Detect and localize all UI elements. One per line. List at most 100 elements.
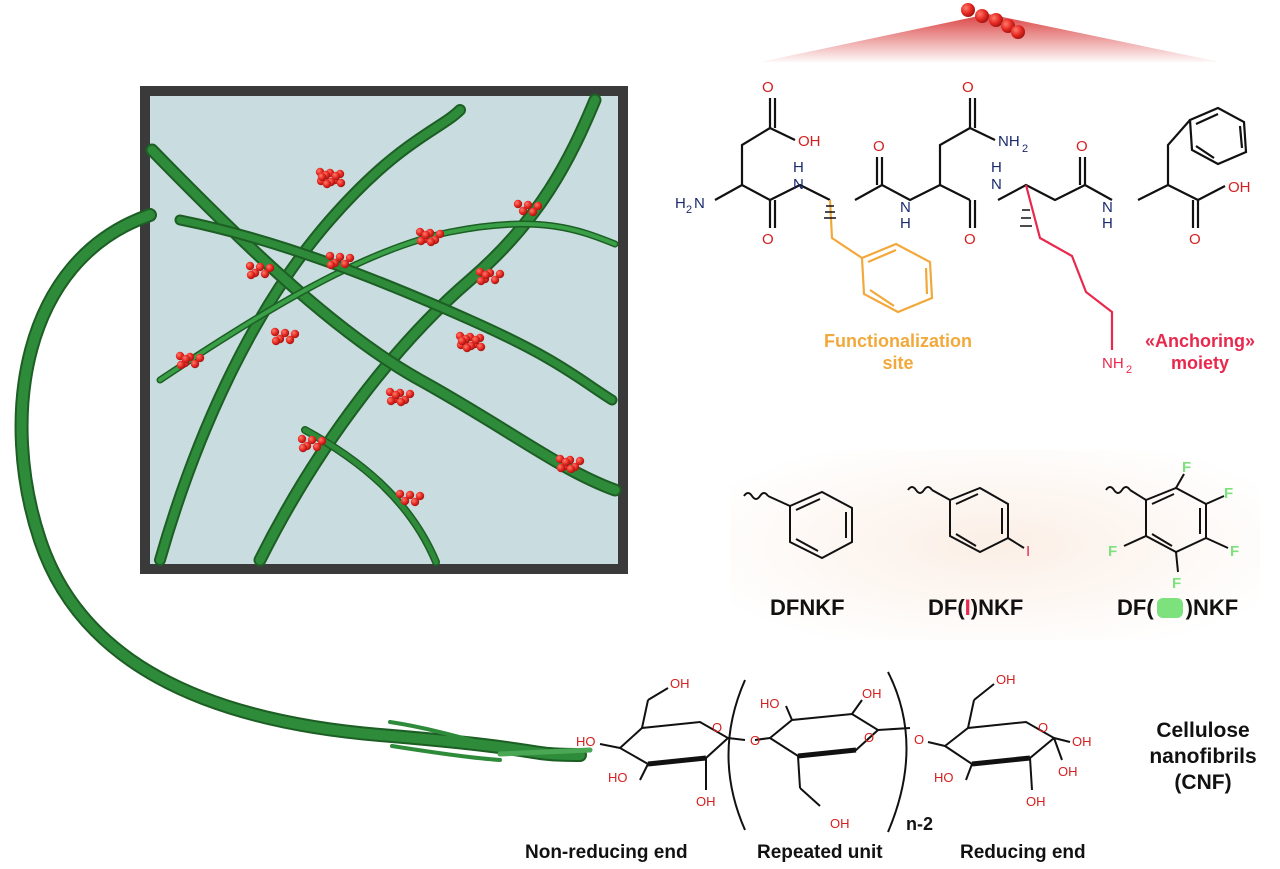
- peptide-bead: [270, 327, 280, 337]
- atom-o: O: [1076, 138, 1088, 155]
- peptide-bead: [400, 496, 410, 506]
- atom-o: O: [762, 231, 774, 248]
- peptide-bead: [481, 270, 491, 280]
- peptide-bead: [176, 360, 186, 370]
- peptide-bead: [556, 463, 566, 473]
- svg-text:O: O: [750, 733, 760, 748]
- atom-n: N: [991, 176, 1002, 193]
- peptide-bead: [298, 443, 308, 453]
- peptide-bead: [405, 389, 415, 399]
- cellulose-atom-labels: OH HO HO OH O O HO OH O OH O OH HO OH O …: [576, 672, 1092, 831]
- peptide-bead: [421, 230, 431, 240]
- variant-dfnkf-label: DFNKF: [770, 595, 845, 620]
- atom-h2n-h: H: [675, 195, 686, 212]
- svg-text:F: F: [1182, 459, 1191, 476]
- peptide-bead: [312, 442, 322, 452]
- atom-iodine: I: [1026, 543, 1030, 560]
- peptide-bead: [260, 269, 270, 279]
- repeat-subscript: n-2: [906, 814, 933, 834]
- peptide-bead: [317, 436, 327, 446]
- peptide-bead: [426, 237, 436, 247]
- atom-h2n-n: N: [694, 195, 705, 212]
- peptide-bead: [336, 178, 346, 188]
- peptide-structure: [714, 98, 1248, 350]
- anchoring-moiety-label: «Anchoring» moiety: [1144, 331, 1255, 373]
- peptide-bead: [285, 335, 295, 345]
- peptide-bead: [410, 497, 420, 507]
- peptide-bead: [490, 275, 500, 285]
- peptide-bead: [523, 200, 533, 210]
- svg-text:OH: OH: [670, 676, 690, 691]
- peptide-bead: [340, 259, 350, 269]
- fluorine-mark: [1156, 598, 1183, 618]
- peptide-bead: [322, 179, 332, 189]
- svg-text:OH: OH: [862, 686, 882, 701]
- svg-text:O: O: [712, 720, 722, 735]
- iodophenyl-structure: [907, 486, 1025, 554]
- zoom-beam: [760, 3, 1220, 62]
- atom-o: O: [762, 79, 774, 96]
- svg-text:HO: HO: [760, 696, 780, 711]
- peptide-bead: [317, 172, 327, 182]
- peptide-bead: [255, 262, 265, 272]
- peptide-bead: [476, 276, 486, 286]
- fiber-network-panel: [140, 86, 628, 574]
- cnf-title: Cellulose nanofibrils (CNF): [1149, 719, 1257, 794]
- svg-text:OH: OH: [830, 816, 850, 831]
- atom-oh: OH: [1228, 179, 1251, 196]
- peptide-bead: [391, 390, 401, 400]
- pentafluorophenyl-structure: [1105, 473, 1229, 573]
- peptide-atom-labels: O OH O NH 2 H 2 N O H N O N H O H N O N …: [675, 79, 1251, 376]
- variant-dff5nkf-label: DF()NKF: [1117, 595, 1239, 620]
- peptide-bead: [435, 229, 445, 239]
- svg-text:F: F: [1224, 485, 1233, 502]
- peptide-bead: [331, 171, 341, 181]
- phenyl-structure: [743, 490, 853, 560]
- peptide-bead: [495, 269, 505, 279]
- peptide-bead: [566, 464, 576, 474]
- peptide-bead: [195, 353, 205, 363]
- atom-o: O: [1189, 231, 1201, 248]
- peptide-bead: [290, 329, 300, 339]
- fluorine-atoms: F F F F F: [1108, 459, 1239, 592]
- peptide-bead: [345, 253, 355, 263]
- peptide-bead: [533, 201, 543, 211]
- atom-oh: OH: [798, 133, 821, 150]
- peptide-bead: [457, 336, 467, 346]
- atom-h: H: [1102, 215, 1113, 232]
- atom-nh2: NH: [998, 133, 1020, 150]
- atom-n: N: [900, 199, 911, 216]
- atom-o: O: [962, 79, 974, 96]
- atom-h: H: [900, 215, 911, 232]
- non-reducing-end-label: Non-reducing end: [525, 842, 688, 863]
- peptide-bead: [462, 343, 472, 353]
- peptide-bead: [513, 199, 523, 209]
- atom-n: N: [1102, 199, 1113, 216]
- atom-sub: 2: [686, 204, 692, 216]
- peptide-bead: [297, 434, 307, 444]
- peptide-bead: [265, 263, 275, 273]
- svg-text:HO: HO: [576, 734, 596, 749]
- peptide-bead: [386, 396, 396, 406]
- svg-text:OH: OH: [996, 672, 1016, 687]
- peptide-bead: [471, 335, 481, 345]
- peptide-bead: [395, 489, 405, 499]
- peptide-bead: [307, 435, 317, 445]
- repeated-unit-label: Repeated unit: [757, 842, 883, 863]
- peptide-bead: [326, 260, 336, 270]
- svg-text:HO: HO: [934, 770, 954, 785]
- svg-text:O: O: [914, 732, 924, 747]
- svg-text:OH: OH: [1072, 734, 1092, 749]
- atom-sub: 2: [1126, 364, 1132, 376]
- svg-text:F: F: [1108, 543, 1117, 560]
- peptide-bead: [405, 490, 415, 500]
- atom-o: O: [873, 138, 885, 155]
- peptide-bead: [416, 236, 426, 246]
- svg-text:O: O: [864, 730, 874, 745]
- peptide-bead: [575, 456, 585, 466]
- peptide-bead: [181, 354, 191, 364]
- peptide-bead: [325, 251, 335, 261]
- peptide-clusters: [175, 167, 585, 507]
- peptide-bead: [396, 397, 406, 407]
